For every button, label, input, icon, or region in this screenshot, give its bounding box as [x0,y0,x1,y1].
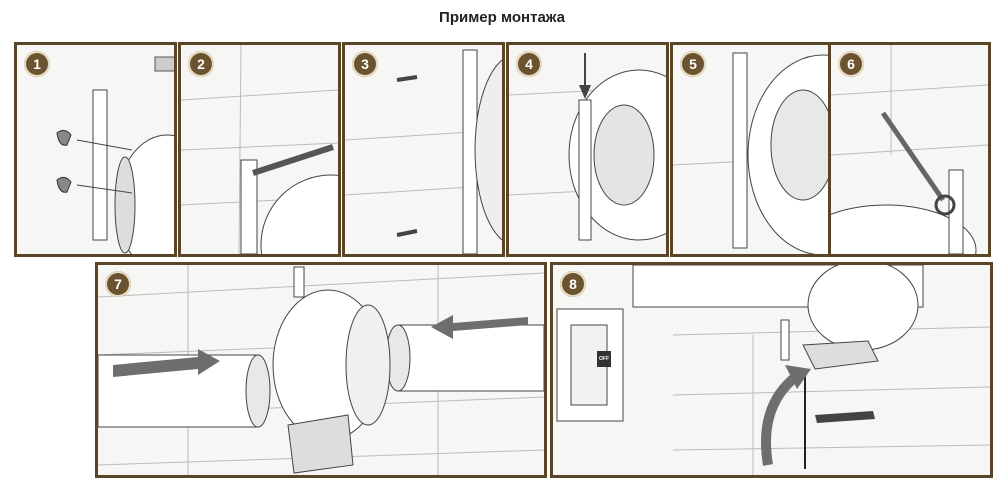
page-title: Пример монтажа [439,9,565,26]
step-5-illustration [673,52,830,254]
step-badge-2: 2 [188,51,214,77]
step-badge-8: 8 [560,271,586,297]
step-panel-5: 5 [670,42,833,257]
step-badge-6: 6 [838,51,864,77]
step-panel-8: 8 OFF [550,262,993,478]
step-panel-6: 6 [828,42,991,257]
step-3-illustration [345,49,502,254]
step-badge-7: 7 [105,271,131,297]
step-panel-3: 3 [342,42,505,257]
step-4-illustration [509,53,666,241]
step-1-illustration [56,56,174,254]
step-badge-3: 3 [352,51,378,77]
step-panel-2: 2 [178,42,341,257]
step-panel-4: 4 [506,42,669,257]
step-6-illustration [831,45,988,254]
step-badge-1: 1 [24,51,50,77]
step-badge-5: 5 [680,51,706,77]
step-7-illustration [98,265,544,475]
step-panel-1: 1 [14,42,177,257]
switch-off-label: OFF [599,356,609,362]
step-badge-4: 4 [516,51,542,77]
step-2-illustration [181,45,338,254]
step-8-illustration [556,265,990,475]
step-panel-7: 7 [95,262,547,478]
